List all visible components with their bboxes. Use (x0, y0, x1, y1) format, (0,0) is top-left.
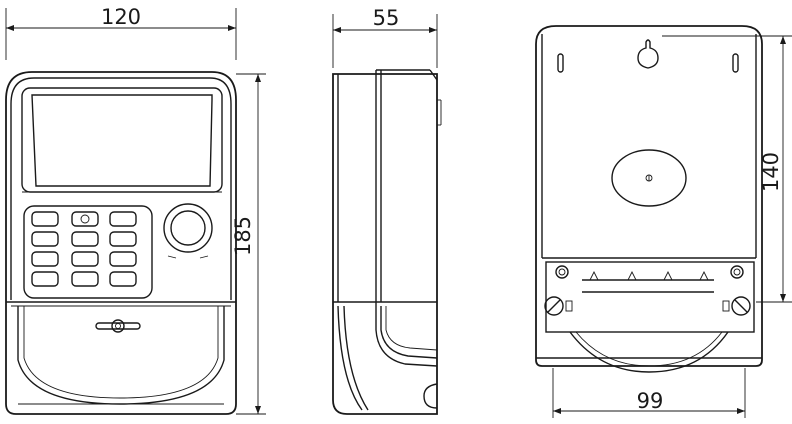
front-width-label: 120 (101, 5, 141, 29)
front-height-label: 185 (231, 216, 255, 256)
back-width-dimension: 99 (552, 368, 746, 418)
side-depth-label: 55 (373, 6, 400, 30)
back-view: 140 (535, 25, 792, 418)
right-terminal-screw (722, 296, 751, 316)
hanging-hole (637, 39, 659, 69)
back-width-label: 99 (637, 389, 664, 413)
back-height-label: 140 (759, 152, 783, 192)
front-view: 120 185 (5, 5, 266, 415)
left-terminal-screw (544, 296, 573, 316)
round-sensor (163, 203, 213, 259)
keypad (23, 205, 153, 299)
side-view: 55 (332, 6, 442, 415)
side-depth-dimension: 55 (332, 6, 438, 68)
front-height-dimension: 185 (231, 73, 266, 415)
front-width-dimension: 120 (5, 5, 237, 60)
back-height-dimension: 140 (662, 35, 792, 303)
